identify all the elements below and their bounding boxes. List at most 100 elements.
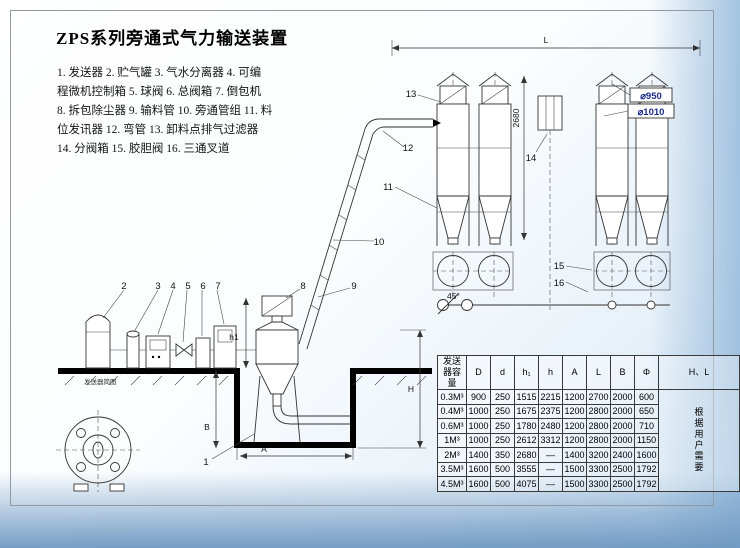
table-cell: 2400 bbox=[610, 447, 635, 463]
table-cell: 1500 bbox=[562, 476, 587, 492]
dim-label-h1: h1 bbox=[229, 332, 239, 342]
table-cell: 1515 bbox=[514, 389, 539, 405]
callout-11: 11 bbox=[383, 182, 393, 193]
table-cell: 1500 bbox=[562, 461, 587, 477]
callout-2: 2 bbox=[121, 281, 126, 292]
air-supply-group: 发送器简图 bbox=[84, 314, 237, 386]
table-cell: 3.5M³ bbox=[437, 461, 467, 477]
callout-8: 8 bbox=[300, 281, 305, 292]
table-cell: 2800 bbox=[586, 418, 611, 434]
table-cell: 2700 bbox=[586, 389, 611, 405]
callout-6: 6 bbox=[200, 281, 205, 292]
callout-9: 9 bbox=[351, 281, 356, 292]
table-cell: 2000 bbox=[610, 432, 635, 448]
table-user-note: 根据用户需要 bbox=[658, 389, 740, 492]
table-cell: 0.3M³ bbox=[437, 389, 467, 405]
table-cell: 2M³ bbox=[437, 447, 467, 463]
table-cell: 2800 bbox=[586, 403, 611, 419]
table-cell: 4075 bbox=[514, 476, 539, 492]
table-header: 发送器容量 bbox=[437, 355, 467, 390]
table-cell: 1600 bbox=[466, 476, 491, 492]
table-cell: 1000 bbox=[466, 432, 491, 448]
callout-numbers: 1 2 3 4 5 6 7 8 9 10 11 12 13 14 15 16 bbox=[121, 89, 564, 468]
table-cell: — bbox=[538, 476, 563, 492]
silo-plan-group: 45° bbox=[432, 251, 671, 315]
table-cell: 900 bbox=[466, 389, 491, 405]
sender-vessel-group bbox=[110, 295, 354, 443]
table-cell: 2500 bbox=[610, 476, 635, 492]
callout-4: 4 bbox=[170, 281, 175, 292]
callout-3: 3 bbox=[155, 281, 160, 292]
table-cell: 1200 bbox=[562, 403, 587, 419]
silo-elevation-group bbox=[436, 72, 669, 310]
dim-label-B: B bbox=[204, 422, 210, 432]
silo bbox=[436, 73, 470, 246]
table-cell: 1200 bbox=[562, 418, 587, 434]
table-cell: 3312 bbox=[538, 432, 563, 448]
dim-label-phi950: ⌀950 bbox=[640, 91, 662, 102]
table-cell: 650 bbox=[634, 403, 659, 419]
dim-L: L bbox=[391, 35, 701, 56]
legend-line: 8. 拆包除尘器 9. 输料管 10. 旁通管组 11. 料 bbox=[57, 105, 273, 117]
table-cell: 0.6M³ bbox=[437, 418, 467, 434]
diameter-labels: ⌀950 ⌀1010 bbox=[603, 83, 675, 119]
table-cell: — bbox=[538, 461, 563, 477]
table-cell: 1M³ bbox=[437, 432, 467, 448]
dim-label-2680: 2680 bbox=[511, 108, 521, 127]
table-cell: 1792 bbox=[634, 476, 659, 492]
table-cell: 1600 bbox=[634, 447, 659, 463]
dim-label-45deg: 45° bbox=[447, 291, 460, 301]
dim-label-phi1010: ⌀1010 bbox=[638, 107, 665, 118]
table-cell: 0.4M³ bbox=[437, 403, 467, 419]
table-cell: 2800 bbox=[586, 432, 611, 448]
legend-line: 14. 分阀箱 15. 胶胆阀 16. 三通叉道 bbox=[57, 143, 230, 155]
table-header: L bbox=[586, 355, 611, 390]
table-cell: 500 bbox=[490, 461, 515, 477]
table-cell: 1200 bbox=[562, 432, 587, 448]
table-cell: — bbox=[538, 447, 563, 463]
table-cell: 250 bbox=[490, 418, 515, 434]
table-header: d bbox=[490, 355, 515, 390]
callout-14: 14 bbox=[526, 153, 537, 164]
dim-label-A: A bbox=[261, 444, 267, 454]
table-cell: 250 bbox=[490, 389, 515, 405]
callout-7: 7 bbox=[215, 281, 220, 292]
bypass-pipe-group bbox=[298, 118, 441, 350]
table-cell: 2375 bbox=[538, 403, 563, 419]
table-cell: 600 bbox=[634, 389, 659, 405]
callout-15: 15 bbox=[554, 261, 565, 272]
table-cell: 250 bbox=[490, 403, 515, 419]
table-cell: 2215 bbox=[538, 389, 563, 405]
table-header: h bbox=[538, 355, 563, 390]
table-cell: 3200 bbox=[586, 447, 611, 463]
callout-5: 5 bbox=[185, 281, 190, 292]
callout-13: 13 bbox=[406, 89, 417, 100]
flange-detail-group bbox=[56, 410, 140, 492]
parts-legend: 1. 发送器 2. 贮气罐 3. 气水分离器 4. 可编 程微机控制箱 5. 球… bbox=[57, 64, 309, 159]
table-header: A bbox=[562, 355, 587, 390]
table-cell: 1675 bbox=[514, 403, 539, 419]
dim-label-L: L bbox=[544, 35, 549, 45]
silo bbox=[635, 73, 669, 246]
table-cell: 1400 bbox=[562, 447, 587, 463]
table-header: Φ bbox=[634, 355, 659, 390]
divider-valve-box bbox=[537, 95, 563, 131]
table-cell: 4.5M³ bbox=[437, 476, 467, 492]
pit-ground-group bbox=[58, 368, 432, 448]
dim-label-H: H bbox=[408, 384, 414, 394]
dim-2680: 2680 bbox=[511, 76, 527, 240]
legend-line: 程微机控制箱 5. 球阀 6. 总阀箱 7. 倒包机 bbox=[57, 86, 262, 98]
table-cell: 1000 bbox=[466, 418, 491, 434]
table-cell: 1792 bbox=[634, 461, 659, 477]
callout-10: 10 bbox=[374, 237, 385, 248]
table-cell: 710 bbox=[634, 418, 659, 434]
table-header: h₁ bbox=[514, 355, 539, 390]
callout-1: 1 bbox=[203, 457, 208, 468]
table-header: D bbox=[466, 355, 491, 390]
table-cell: 2000 bbox=[610, 403, 635, 419]
table-cell: 1200 bbox=[562, 389, 587, 405]
table-cell: 2000 bbox=[610, 389, 635, 405]
